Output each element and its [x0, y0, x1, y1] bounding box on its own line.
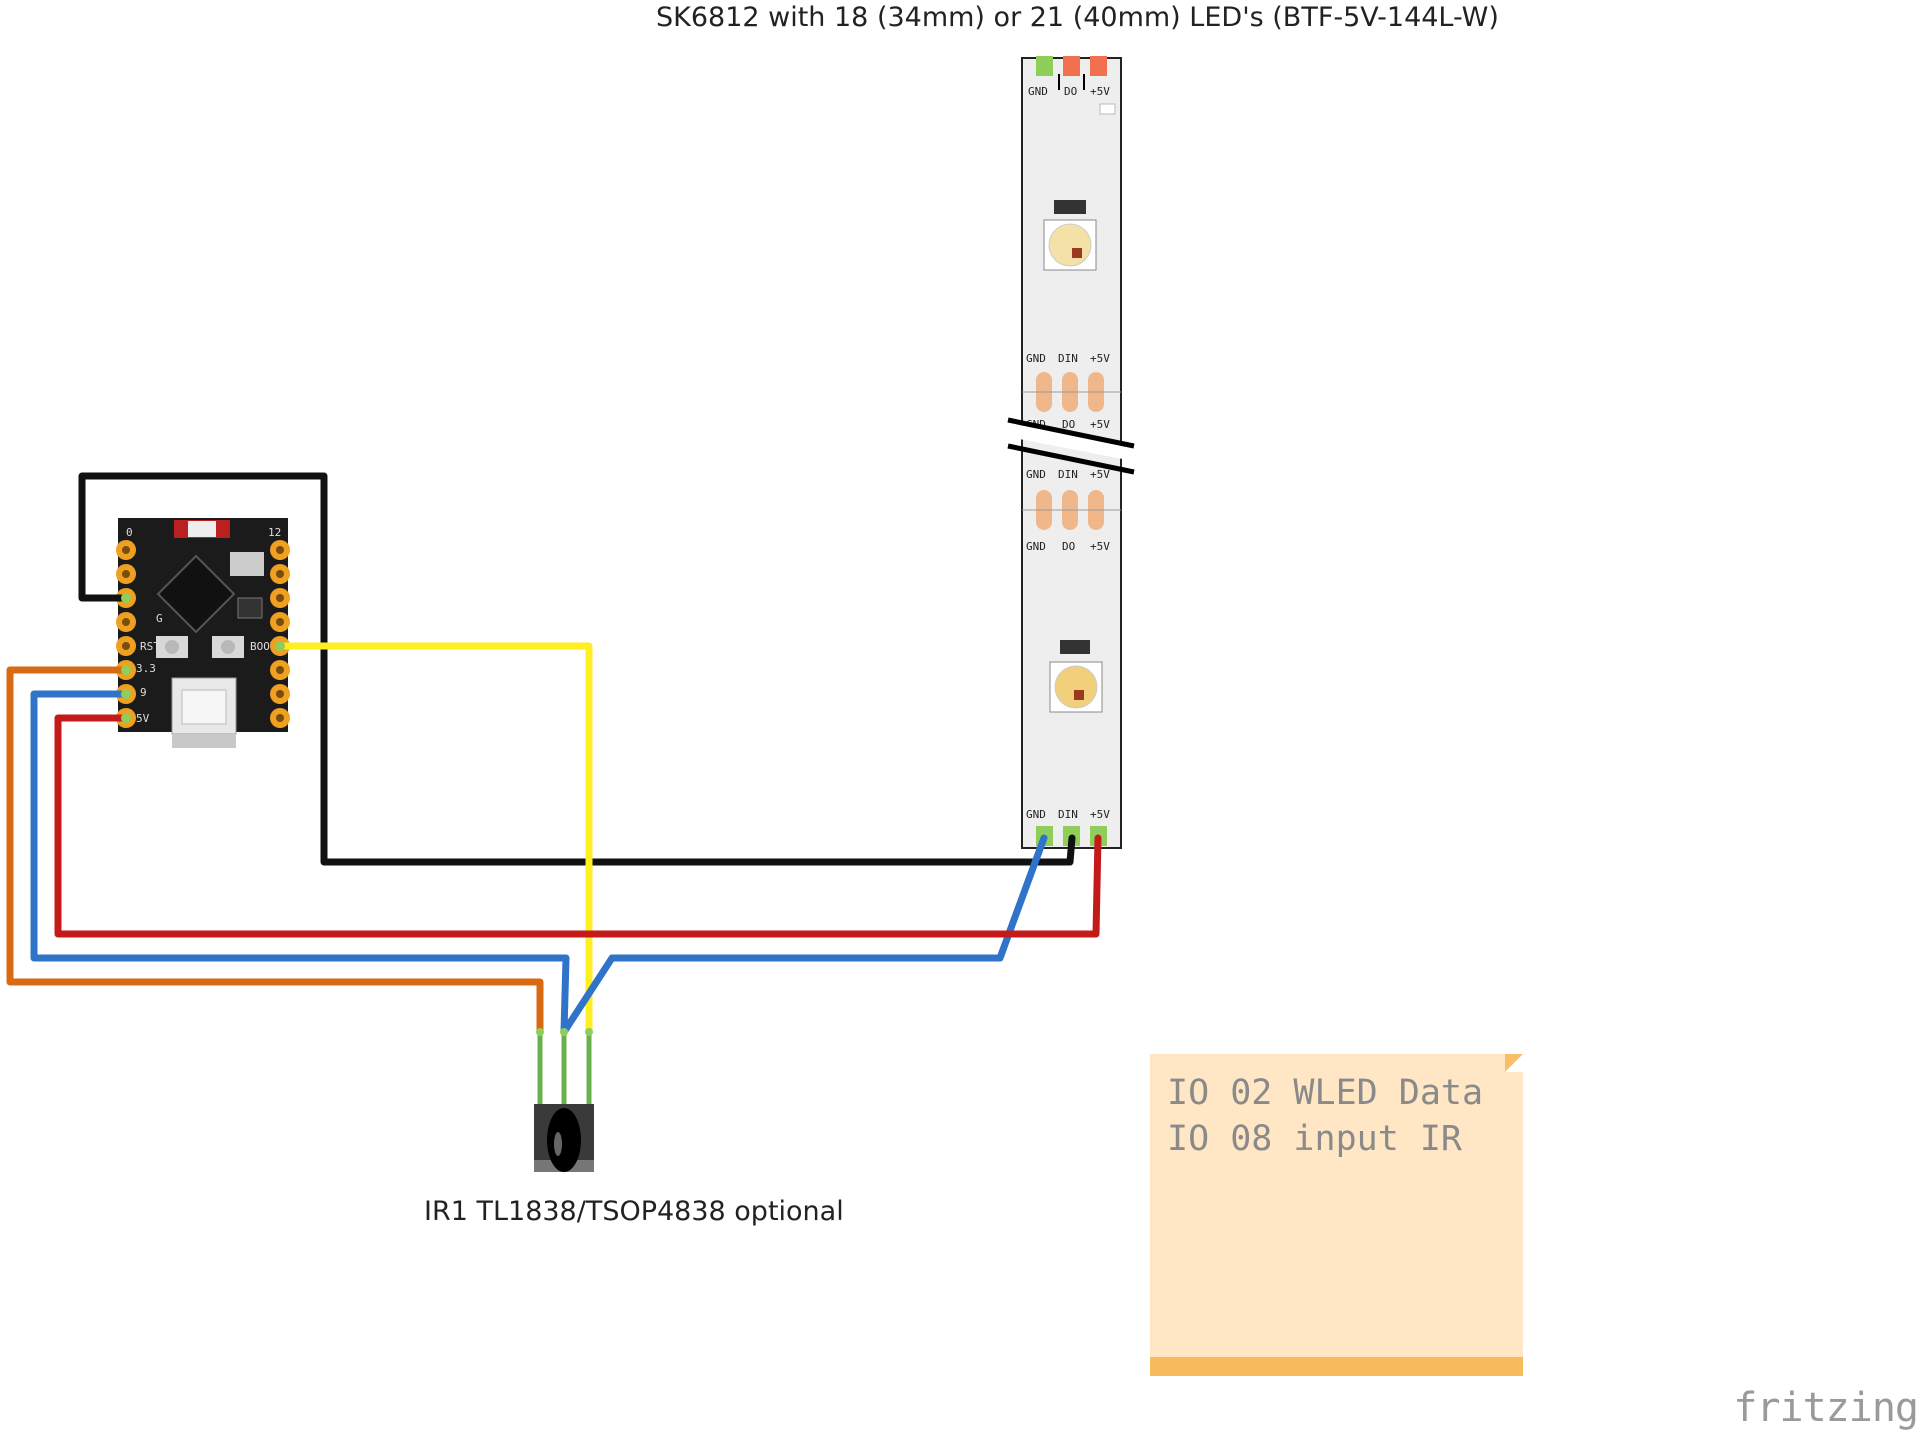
strip-pin-5v-cut-upper: +5V — [1090, 352, 1110, 365]
wire-endpoints — [121, 593, 593, 1036]
note-text: IO 02 WLED Data IO 08 input IR — [1167, 1070, 1483, 1162]
strip-pin-gnd-cut-upper: GND — [1026, 352, 1046, 365]
wire-yellow-data[interactable] — [276, 642, 593, 1036]
ir-receiver[interactable] — [534, 1032, 594, 1172]
note-resize-bar[interactable] — [1150, 1357, 1523, 1376]
strip-pin-gnd-cut2-lower: GND — [1026, 540, 1046, 553]
strip-pin-gnd-cut2-upper: GND — [1026, 468, 1046, 481]
strip-pin-5v-cut2-lower: +5V — [1090, 540, 1110, 553]
board-right-pads — [270, 540, 290, 728]
board-3v3-label: 3.3 — [136, 662, 156, 675]
board-gnd-label: G — [156, 612, 163, 625]
strip-pin-5v-cut-lower: +5V — [1090, 418, 1110, 431]
sticky-note[interactable]: IO 02 WLED Data IO 08 input IR — [1150, 1054, 1523, 1376]
strip-pin-do-top: DO — [1064, 85, 1077, 98]
strip-pin-din-cut-upper: DIN — [1058, 352, 1078, 365]
board-left-pads — [116, 540, 136, 728]
board-pin-0-label: 0 — [126, 526, 133, 539]
strip-pin-gnd-bottom: GND — [1026, 808, 1046, 821]
board-pin-12-label: 12 — [268, 526, 281, 539]
note-line-2: IO 08 input IR — [1167, 1119, 1463, 1159]
wire-red-5v[interactable] — [54, 714, 1102, 938]
board-boot-label: BOOT — [250, 640, 277, 653]
fritzing-logo: fritzing — [1733, 1385, 1919, 1431]
strip-pin-gnd-top: GND — [1028, 85, 1048, 98]
strip-title: SK6812 with 18 (34mm) or 21 (40mm) LED's… — [656, 2, 1499, 33]
wire-blue[interactable] — [30, 690, 1048, 1036]
strip-pin-din-cut2-upper: DIN — [1058, 468, 1078, 481]
led-strip[interactable]: GND DO +5V GND DIN +5V GND DO +5V GND DI… — [1004, 56, 1138, 849]
pad-do-top[interactable] — [1063, 56, 1080, 76]
strip-pin-5v-bottom: +5V — [1090, 808, 1110, 821]
strip-pin-5v-top: +5V — [1090, 85, 1110, 98]
pad-5v-top[interactable] — [1090, 56, 1107, 76]
board-5v-label: 5V — [136, 712, 150, 725]
strip-pin-din-bottom: DIN — [1058, 808, 1078, 821]
pad-gnd-top[interactable] — [1036, 56, 1053, 76]
board-rst-label: RST — [140, 640, 160, 653]
strip-pin-do-cut-lower: DO — [1062, 418, 1075, 431]
strip-pin-5v-cut2-upper: +5V — [1090, 468, 1110, 481]
esp32-c3-board[interactable]: 0 12 RST BOOT 3.3 9 5V G — [116, 518, 290, 748]
ir-sensor-label: IR1 TL1838/TSOP4838 optional — [424, 1196, 844, 1227]
led-2 — [1049, 640, 1103, 713]
note-line-1: IO 02 WLED Data — [1167, 1073, 1484, 1113]
note-fold-corner — [1505, 1054, 1523, 1072]
wire-orange[interactable] — [6, 666, 544, 1036]
wire-black-gnd[interactable] — [78, 472, 1076, 866]
led-1 — [1043, 200, 1097, 271]
board-pin-9-label: 9 — [140, 686, 147, 699]
strip-pin-do-cut2-lower: DO — [1062, 540, 1075, 553]
